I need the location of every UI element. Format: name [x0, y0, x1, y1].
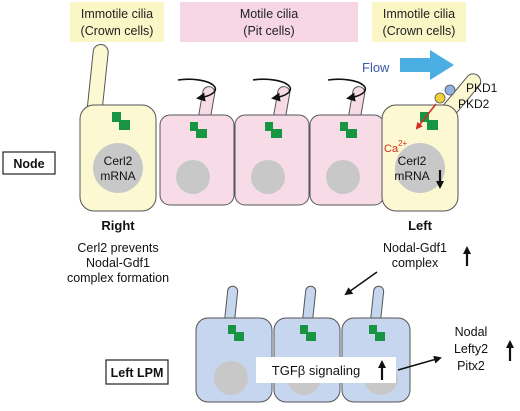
left-side-label: Left [408, 218, 433, 233]
basal-body [420, 112, 438, 130]
left-mrna-line2: mRNA [394, 169, 429, 183]
left-mrna-line1: Cerl2 [398, 154, 427, 168]
output-gene-pitx2: Pitx2 [457, 359, 485, 373]
nucleus [214, 361, 248, 395]
header-crown-left-line2: (Crown cells) [81, 24, 154, 38]
basal-body [265, 122, 282, 138]
pit-cell-2 [234, 78, 310, 206]
header-pit-line1: Motile cilia [240, 7, 298, 21]
lpm-to-genes-arrow [397, 355, 442, 371]
flow-label: Flow [362, 60, 390, 75]
right-caption-line3: complex formation [67, 271, 169, 285]
lpm-cell-3 [341, 285, 411, 403]
rotation-arrow [327, 78, 367, 102]
header-crown-right-line1: Immotile cilia [383, 7, 455, 21]
pkd2-label: PKD2 [458, 97, 490, 111]
output-gene-lefty2: Lefty2 [454, 342, 488, 356]
right-caption-line2: Nodal-Gdf1 [86, 256, 150, 270]
right-mrna-line1: Cerl2 [104, 154, 133, 168]
header-crown-left-line1: Immotile cilia [81, 7, 153, 21]
basal-body [112, 112, 130, 130]
flow-arrow [400, 50, 454, 80]
basal-body [228, 325, 244, 341]
right-caption-line1: Cerl2 prevents [77, 241, 158, 255]
header-pit-line2: (Pit cells) [243, 24, 294, 38]
nucleus [93, 143, 143, 193]
lpm-cell-2 [273, 285, 341, 403]
node-to-lpm-arrow [344, 271, 378, 296]
header-crown-right-line2: (Crown cells) [383, 24, 456, 38]
basal-body [340, 122, 357, 138]
nucleus [395, 143, 445, 193]
tgfb-label: TGFβ signaling [272, 363, 360, 378]
node-label: Node [13, 157, 44, 171]
calcium-influx-arrow [415, 103, 437, 130]
calcium-symbol: Ca [384, 143, 399, 155]
rotation-arrow [177, 78, 217, 102]
calcium-charge: 2+ [398, 139, 407, 148]
basal-body [190, 122, 207, 138]
nucleus [326, 160, 360, 194]
crown-cell-right: Cerl2 mRNA [79, 43, 157, 212]
header-crown-left-box [70, 2, 164, 42]
tgfb-box [256, 357, 396, 383]
lpm-label: Left LPM [111, 366, 164, 380]
crown-cell-left: Cerl2 mRNA [381, 73, 482, 212]
output-gene-nodal: Nodal [455, 325, 488, 339]
pkd1-label: PKD1 [466, 81, 498, 95]
basal-body [300, 325, 316, 341]
pit-cell-1 [159, 78, 235, 206]
calcium-label: Ca2+ [384, 139, 408, 155]
left-caption-line1: Nodal-Gdf1 [383, 241, 447, 255]
right-side-label: Right [101, 218, 135, 233]
lpm-cell-1 [195, 285, 273, 403]
right-mrna-line2: mRNA [100, 169, 135, 183]
pkd2-channel [434, 92, 446, 104]
nucleus [251, 160, 285, 194]
basal-body [369, 325, 385, 341]
pit-cell-3 [309, 78, 385, 206]
node-label-box [2, 151, 56, 175]
lpm-label-box [105, 359, 169, 385]
left-caption-line2: complex [392, 256, 439, 270]
header-crown-right-box [372, 2, 466, 42]
header-pit-box [180, 2, 358, 42]
pkd1-channel [444, 84, 456, 96]
nucleus [176, 160, 210, 194]
rotation-arrow [252, 78, 292, 102]
